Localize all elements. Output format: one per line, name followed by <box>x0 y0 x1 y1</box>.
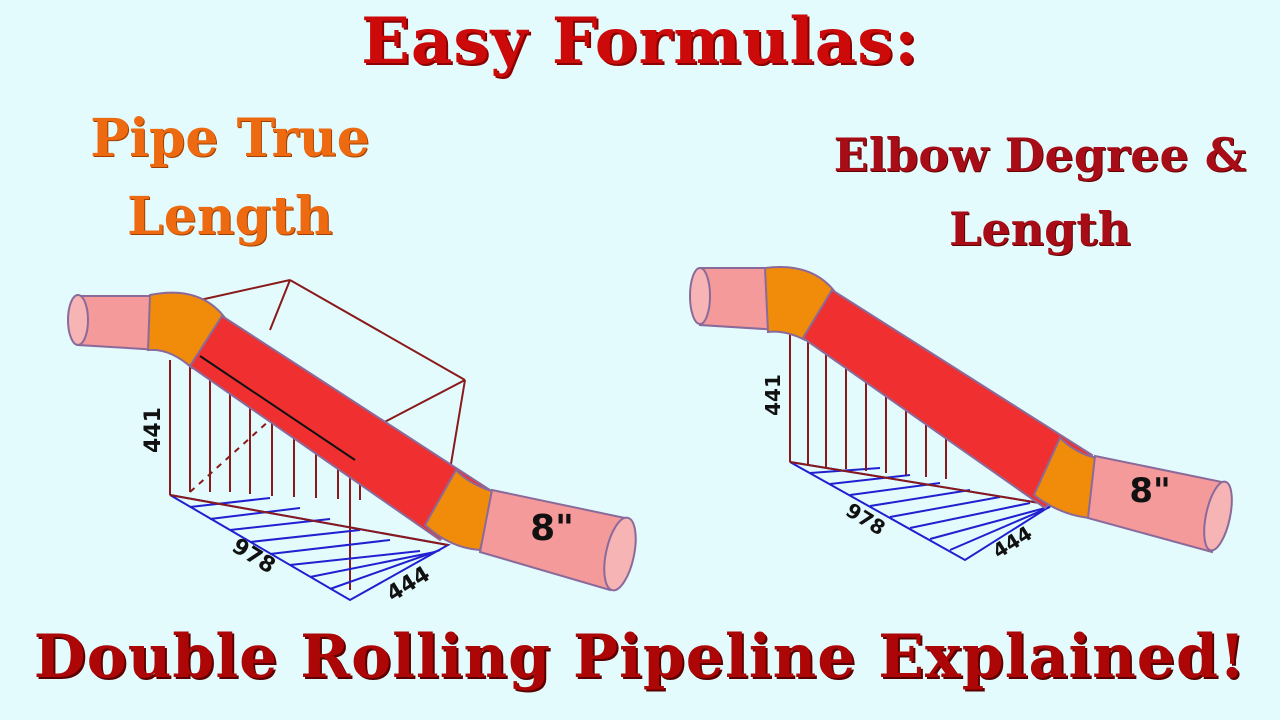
main-title: Easy Formulas: <box>361 4 919 79</box>
right-subtitle: Elbow Degree & Length <box>800 118 1280 266</box>
left-rise-lines <box>169 360 449 546</box>
left-rolling-offset-diagram: 441 978 444 8" <box>67 279 637 607</box>
right-pipe-size-label: 8" <box>1129 471 1170 511</box>
left-subtitle-line2: Length <box>127 186 333 247</box>
right-pipe-assembly <box>689 266 1233 554</box>
right-subtitle-line2: Length <box>949 202 1131 256</box>
left-subtitle-line1: Pipe True <box>90 108 370 169</box>
footer-tagline: Double Rolling Pipeline Explained! <box>33 622 1247 692</box>
left-subtitle: Pipe True Length <box>20 100 440 256</box>
left-pipe-assembly <box>67 291 637 592</box>
left-rise-label: 441 <box>141 407 166 453</box>
right-roll-label: 444 <box>988 521 1036 563</box>
right-rolling-offset-diagram: 441 978 444 8" <box>689 266 1233 563</box>
right-rise-label: 441 <box>761 374 785 416</box>
left-pipe-size-label: 8" <box>530 508 574 549</box>
right-subtitle-line1: Elbow Degree & <box>833 128 1247 182</box>
